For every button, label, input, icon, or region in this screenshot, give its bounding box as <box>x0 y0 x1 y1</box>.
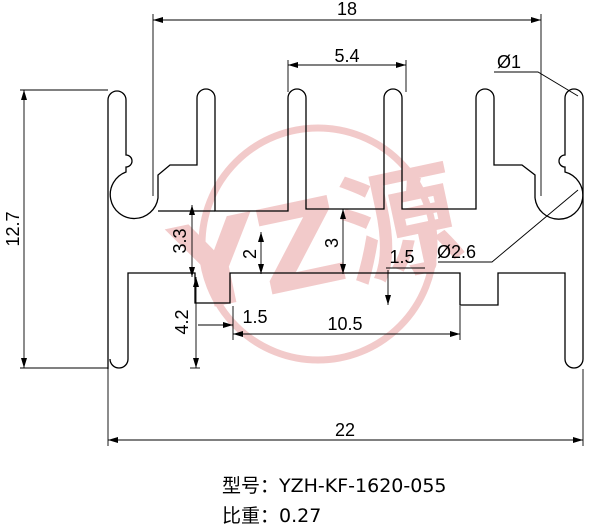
right-outer-wall <box>109 88 584 369</box>
dim-1-5-left: 1.5 <box>242 307 267 327</box>
watermark-ring <box>198 124 438 364</box>
dim-3: 3 <box>322 238 342 248</box>
dim-1-5-right: 1.5 <box>389 247 414 267</box>
dim-top-width: 18 <box>337 0 357 19</box>
weight-line: 比重：0.27 <box>222 501 321 528</box>
right-hole <box>534 98 584 220</box>
weight-value: 0.27 <box>279 505 322 527</box>
dim-hole-small: Ø1 <box>497 52 521 72</box>
model-line: 型号：YZH-KF-1620-055 <box>222 471 447 498</box>
watermark-text: YZ源 <box>159 146 472 341</box>
dim-3-3: 3.3 <box>170 228 190 253</box>
profile-outline <box>107 88 584 369</box>
dim-height-total: 12.7 <box>3 211 23 246</box>
dimension-lines <box>20 14 584 446</box>
left-outer-wall <box>107 88 536 369</box>
dim-hole-large: Ø2.6 <box>437 242 476 262</box>
dim-10-5: 10.5 <box>327 314 362 334</box>
weight-label: 比重： <box>222 505 280 527</box>
dim-base-width: 22 <box>335 420 355 440</box>
model-label: 型号： <box>222 475 280 497</box>
arrowheads <box>21 17 583 443</box>
dim-slot-width: 5.4 <box>334 46 359 66</box>
model-value: YZH-KF-1620-055 <box>279 475 447 497</box>
dim-2: 2 <box>240 249 260 259</box>
dim-4-2: 4.2 <box>172 309 192 334</box>
